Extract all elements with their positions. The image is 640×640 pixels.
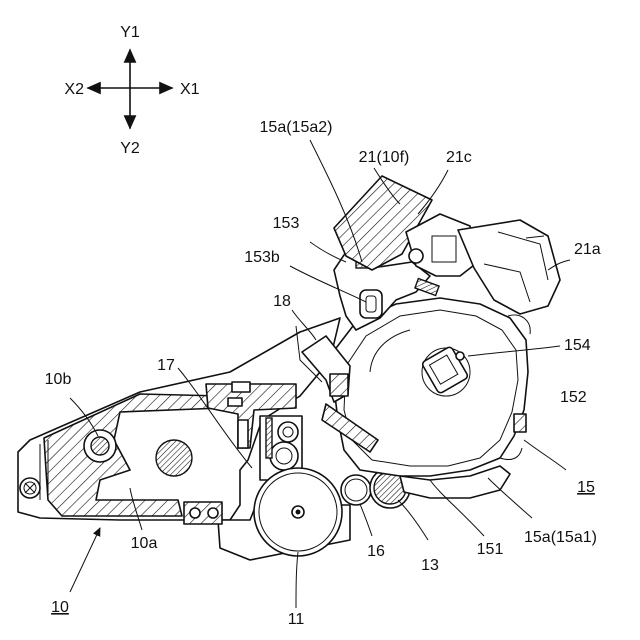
handle-21a xyxy=(458,220,560,314)
label-151: 151 xyxy=(477,541,504,558)
developing-unit-15 xyxy=(322,298,530,498)
label-18: 18 xyxy=(273,293,291,310)
label-10b: 10b xyxy=(45,371,72,388)
label-15a-15a2: 15a(15a2) xyxy=(260,119,333,136)
axis-y1-label: Y1 xyxy=(120,24,140,41)
label-10a: 10a xyxy=(131,535,158,552)
label-11: 11 xyxy=(288,611,305,628)
screw xyxy=(20,478,40,498)
label-21a: 21a xyxy=(574,241,601,258)
axis-indicator: Y1 Y2 X1 X2 xyxy=(64,24,199,157)
label-15a-15a1: 15a(15a1) xyxy=(524,529,597,546)
label-16: 16 xyxy=(367,543,385,560)
roller-16 xyxy=(341,475,371,505)
hatched-hole xyxy=(156,440,192,476)
axis-y2-label: Y2 xyxy=(120,140,140,157)
label-17: 17 xyxy=(157,357,175,374)
label-153b: 153b xyxy=(244,249,280,266)
label-21-10f: 21(10f) xyxy=(359,149,410,166)
axis-x1-label: X1 xyxy=(180,81,200,98)
label-152: 152 xyxy=(560,389,587,406)
label-154: 154 xyxy=(564,337,591,354)
label-21c: 21c xyxy=(446,149,472,166)
drum-bracket xyxy=(184,502,222,524)
label-13: 13 xyxy=(421,557,439,574)
label-10: 10 xyxy=(51,599,69,616)
label-153: 153 xyxy=(273,215,300,232)
axis-x2-label: X2 xyxy=(64,81,84,98)
label-15: 15 xyxy=(577,479,595,496)
